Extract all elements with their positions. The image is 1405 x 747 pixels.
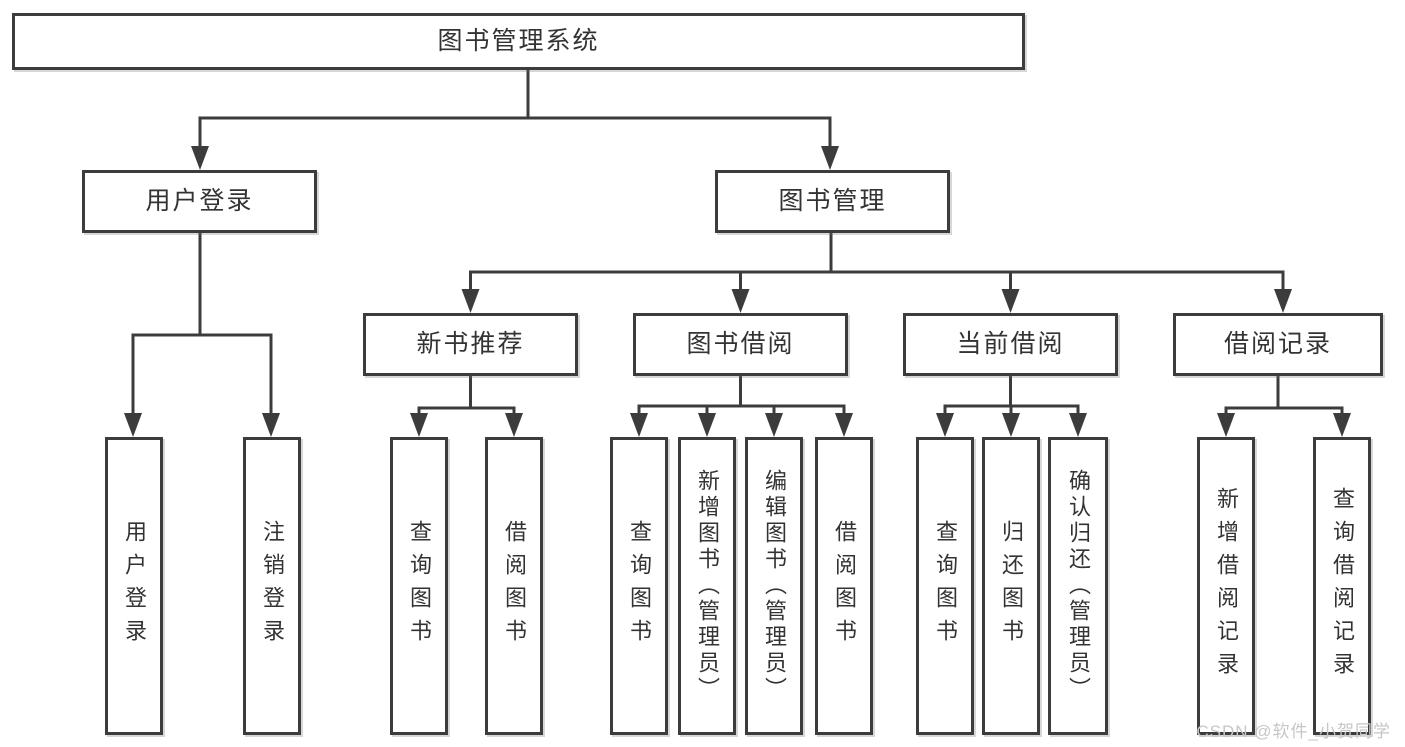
node-book-borrow-label: 图书借阅 (686, 330, 795, 358)
arrowhead (410, 413, 428, 437)
arrowhead (835, 413, 853, 437)
node-new-book-rec-label: 新书推荐 (416, 330, 525, 358)
leaf-cb-query-books-label: 查询图书 (933, 520, 958, 652)
arrowhead (191, 146, 209, 170)
arrowhead (630, 413, 648, 437)
arrowhead (731, 289, 750, 313)
node-root: 图书管理系统 (12, 13, 1025, 70)
node-user-login-label: 用户登录 (145, 187, 254, 215)
arrowhead (1333, 413, 1351, 437)
leaf-nbr-query-books: 查询图书 (390, 437, 448, 735)
leaf-bb-add-books-admin-label: 新增图书（管理员） (695, 469, 720, 703)
leaf-nbr-query-books-label: 查询图书 (407, 520, 432, 652)
arrowhead (821, 146, 839, 170)
leaf-cb-return-books-label: 归还图书 (999, 520, 1024, 652)
leaf-logout: 注销登录 (243, 437, 301, 735)
user-login-children-connector (124, 233, 280, 437)
arrowhead (505, 413, 523, 437)
arrowhead (1274, 289, 1292, 313)
node-new-book-rec: 新书推荐 (363, 313, 578, 376)
arrowhead (765, 413, 783, 437)
leaf-bb-add-books-admin: 新增图书（管理员） (678, 437, 736, 735)
root-to-level2-connector (191, 70, 839, 170)
arrowhead (936, 413, 954, 437)
node-borrow-records-label: 借阅记录 (1223, 330, 1332, 358)
leaf-cb-query-books: 查询图书 (916, 437, 974, 735)
current-borrow-children-connector (936, 376, 1087, 437)
leaf-logout-label: 注销登录 (260, 520, 285, 652)
node-root-label: 图书管理系统 (437, 27, 600, 55)
new-book-rec-children-connector (410, 376, 523, 437)
leaf-user-login: 用户登录 (105, 437, 163, 735)
node-current-borrow: 当前借阅 (903, 313, 1118, 376)
node-current-borrow-label: 当前借阅 (956, 330, 1065, 358)
node-book-borrow: 图书借阅 (633, 313, 848, 376)
node-book-mgmt-label: 图书管理 (778, 187, 887, 215)
arrowhead (461, 289, 480, 313)
book-mgmt-sections-connector (461, 233, 1292, 313)
leaf-bb-query-books-label: 查询图书 (627, 520, 652, 652)
book-borrow-children-connector (630, 376, 853, 437)
arrowhead (1002, 413, 1020, 437)
node-book-mgmt: 图书管理 (715, 170, 950, 233)
arrowhead (698, 413, 716, 437)
leaf-nbr-borrow-books: 借阅图书 (485, 437, 543, 735)
node-borrow-records: 借阅记录 (1173, 313, 1383, 376)
arrowhead (1217, 413, 1235, 437)
arrowhead (1069, 413, 1087, 437)
leaf-user-login-label: 用户登录 (122, 520, 147, 652)
leaf-bb-query-books: 查询图书 (610, 437, 668, 735)
leaf-bb-borrow-books: 借阅图书 (815, 437, 873, 735)
leaf-cb-confirm-return-admin: 确认归还（管理员） (1048, 437, 1108, 735)
arrowhead (262, 413, 280, 437)
leaf-bb-edit-books-admin-label: 编辑图书（管理员） (762, 469, 787, 703)
leaf-nbr-borrow-books-label: 借阅图书 (502, 520, 527, 652)
arrowhead (1001, 289, 1020, 313)
leaf-br-query-record: 查询借阅记录 (1313, 437, 1371, 735)
arrowhead (124, 413, 142, 437)
leaf-bb-edit-books-admin: 编辑图书（管理员） (745, 437, 803, 735)
leaf-cb-return-books: 归还图书 (982, 437, 1040, 735)
borrow-records-children-connector (1217, 376, 1351, 437)
leaf-br-add-record: 新增借阅记录 (1197, 437, 1255, 735)
csdn-watermark: CSDN @软件_小贺同学 (1196, 722, 1391, 741)
leaf-br-add-record-label: 新增借阅记录 (1214, 487, 1239, 685)
leaf-cb-confirm-return-admin-label: 确认归还（管理员） (1066, 469, 1091, 703)
leaf-br-query-record-label: 查询借阅记录 (1330, 487, 1355, 685)
leaf-bb-borrow-books-label: 借阅图书 (832, 520, 857, 652)
node-user-login: 用户登录 (82, 170, 317, 233)
